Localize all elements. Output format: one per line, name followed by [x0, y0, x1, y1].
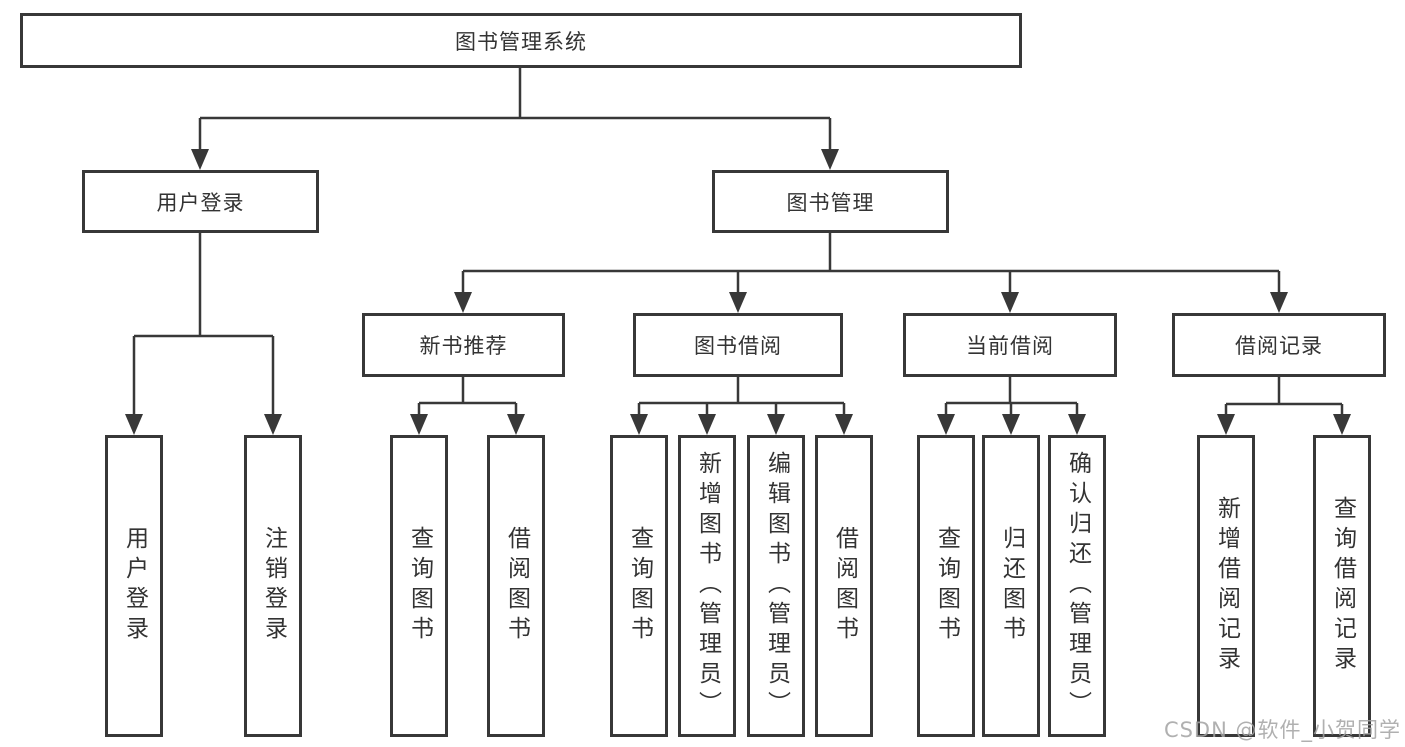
leaf-query-borrow-record: 查询借阅记录 [1313, 435, 1371, 737]
node-label: 借阅图书 [831, 526, 858, 646]
leaf-borrow-books-borrowing: 借阅图书 [815, 435, 873, 737]
node-current-borrowing: 当前借阅 [903, 313, 1117, 377]
leaf-add-books-admin: 新增图书（管理员） [678, 435, 736, 737]
node-label: 注销登录 [260, 526, 287, 646]
leaf-confirm-return-admin: 确认归还（管理员） [1048, 435, 1106, 737]
connector-paths [132, 68, 1344, 417]
node-label: 编辑图书（管理员） [763, 451, 790, 721]
node-label: 新增借阅记录 [1213, 496, 1240, 676]
node-label: 新书推荐 [419, 334, 508, 358]
leaf-edit-books-admin: 编辑图书（管理员） [747, 435, 805, 737]
node-label: 图书管理系统 [455, 29, 587, 54]
node-user-login: 用户登录 [82, 170, 319, 233]
leaf-return-books: 归还图书 [982, 435, 1040, 737]
node-label: 查询图书 [626, 526, 653, 646]
node-book-borrowing: 图书借阅 [633, 313, 843, 377]
leaf-query-books-current: 查询图书 [917, 435, 975, 737]
node-label: 借阅图书 [503, 526, 530, 646]
node-label: 图书管理 [786, 190, 875, 215]
arrowheads [125, 149, 1351, 435]
node-label: 查询图书 [406, 526, 433, 646]
node-new-book-recommendation: 新书推荐 [362, 313, 565, 377]
node-label: 图书借阅 [694, 334, 782, 358]
node-library-management-system: 图书管理系统 [20, 13, 1022, 68]
node-label: 借阅记录 [1235, 334, 1323, 358]
node-label: 确认归还（管理员） [1064, 451, 1091, 721]
csdn-watermark: CSDN @软件_小贺同学 [1163, 718, 1401, 742]
node-label: 新增图书（管理员） [694, 451, 721, 721]
node-label: 用户登录 [121, 526, 148, 646]
node-borrowing-records: 借阅记录 [1172, 313, 1386, 377]
node-label: 归还图书 [998, 526, 1025, 646]
leaf-user-login: 用户登录 [105, 435, 163, 737]
node-label: 查询借阅记录 [1329, 496, 1356, 676]
node-label: 查询图书 [933, 526, 960, 646]
leaf-query-books-recommendation: 查询图书 [390, 435, 448, 737]
node-label: 用户登录 [156, 190, 245, 215]
leaf-query-books-borrowing: 查询图书 [610, 435, 668, 737]
node-label: 当前借阅 [966, 334, 1054, 358]
leaf-borrow-books-recommendation: 借阅图书 [487, 435, 545, 737]
leaf-logout: 注销登录 [244, 435, 302, 737]
leaf-add-borrow-record: 新增借阅记录 [1197, 435, 1255, 737]
node-book-management: 图书管理 [712, 170, 949, 233]
